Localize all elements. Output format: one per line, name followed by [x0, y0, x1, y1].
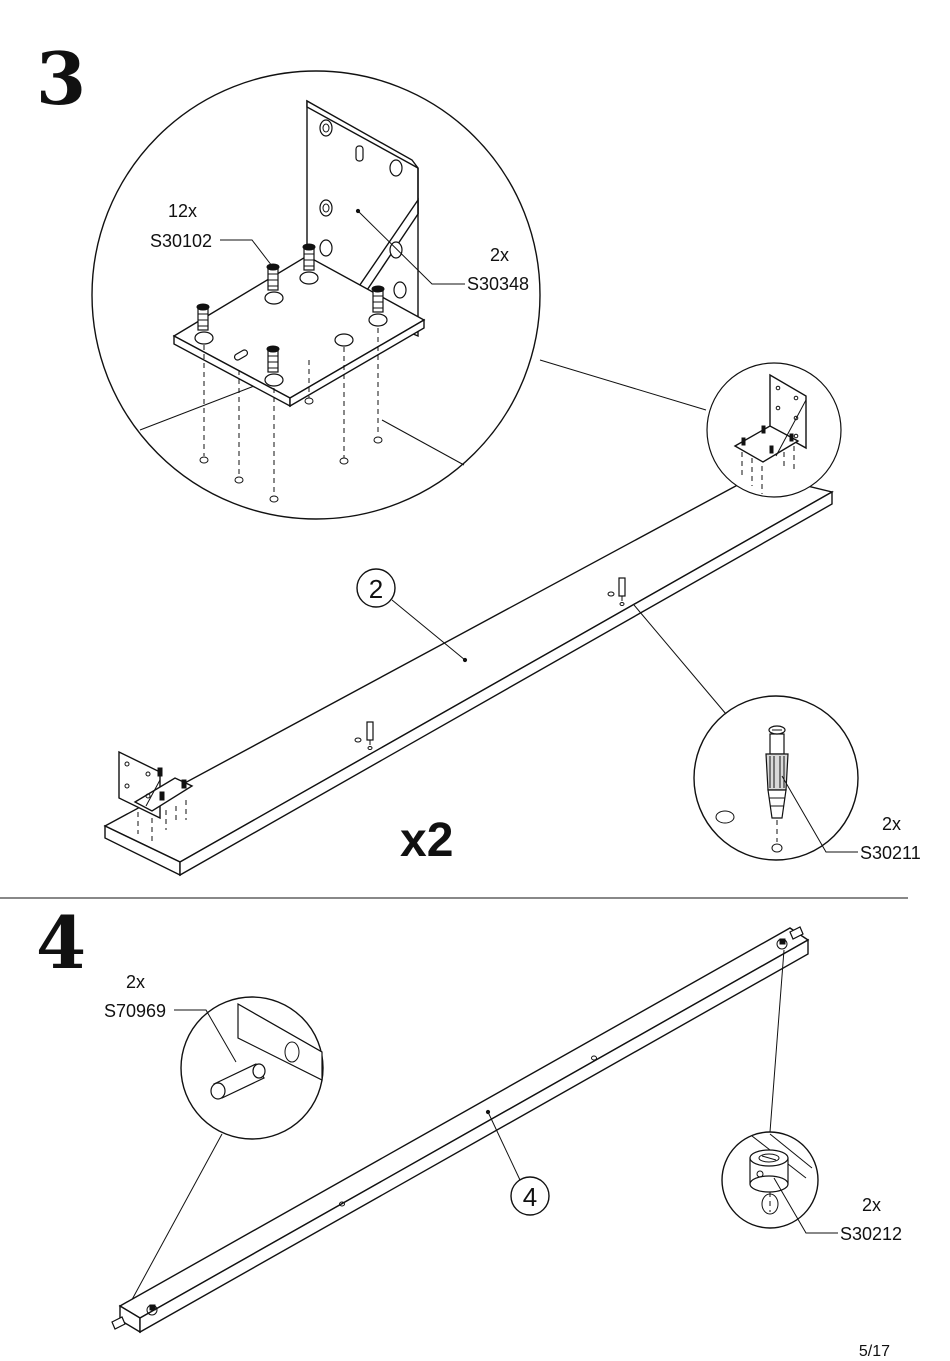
- screw-icon: [266, 345, 280, 373]
- cam-bolt-qty-label: 2x: [882, 814, 901, 834]
- bracket-zoom-callout: [91, 70, 541, 520]
- step-3-multiplier: x2: [400, 814, 453, 867]
- dowel-code-label: S70969: [104, 1001, 166, 1021]
- dowel-icon: [210, 1063, 266, 1100]
- bracket-code-label: S30348: [467, 274, 529, 294]
- cam-bolt-icon: [354, 721, 374, 750]
- bracket-qty-label: 2x: [490, 245, 509, 265]
- cam-bolt-code-label: S30211: [860, 843, 921, 863]
- screw-icon: [196, 303, 210, 331]
- screws-code-label: S30102: [150, 231, 212, 251]
- bracket-icon: [118, 750, 194, 844]
- cam-bolt-icon: [607, 577, 626, 606]
- cam-lock-zoom-callout: [721, 1131, 819, 1229]
- part-4-circle: [510, 1176, 550, 1216]
- cam-bolt-zoom-callout: [693, 695, 859, 861]
- bracket-small-callout: [706, 362, 842, 498]
- panel-part-2: [103, 473, 834, 877]
- cam-lock-qty-label: 2x: [862, 1195, 881, 1215]
- page-number: 5/17: [859, 1343, 890, 1360]
- screw-icon: [371, 285, 385, 313]
- part-4-number: 4: [523, 1182, 537, 1212]
- dowel-zoom-callout: [180, 996, 324, 1140]
- dowel-qty-label: 2x: [126, 972, 145, 992]
- screw-icon: [302, 243, 316, 271]
- screw-icon: [266, 263, 280, 291]
- rail-part-4: [111, 926, 810, 1334]
- screws-qty-label: 12x: [168, 201, 197, 221]
- step-4-number: 4: [36, 900, 86, 985]
- cam-lock-icon: [749, 1149, 789, 1193]
- part-2-number: 2: [369, 574, 383, 604]
- part-2-circle: [356, 568, 396, 608]
- cam-lock-code-label: S30212: [840, 1224, 902, 1244]
- step-3-number: 3: [36, 36, 86, 121]
